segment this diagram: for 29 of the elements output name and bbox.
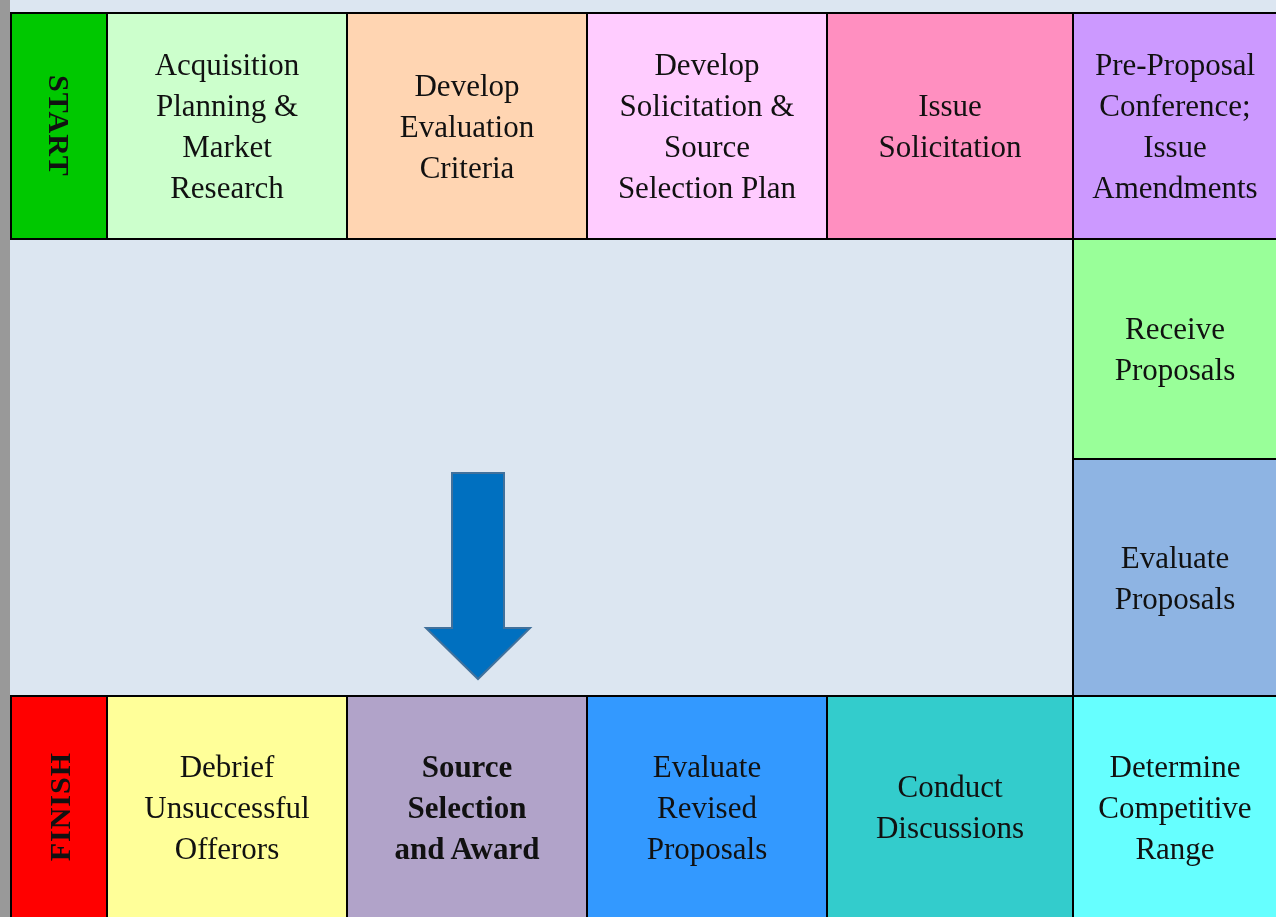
step-tile bbox=[1072, 12, 1276, 240]
step-tile bbox=[106, 695, 348, 917]
arrow bbox=[423, 472, 533, 681]
step-label: Receive Proposals bbox=[1113, 310, 1237, 389]
step-label: Issue Solicitation bbox=[877, 87, 1023, 166]
step-label: Develop Solicitation & Source Selection Plan bbox=[616, 46, 798, 207]
finish-tile bbox=[10, 695, 108, 917]
start-tile bbox=[10, 12, 108, 240]
step-label: Source Selection and Award bbox=[393, 747, 541, 868]
step-tile bbox=[586, 12, 828, 240]
step-label: Pre-Proposal Conference; Issue Amendments bbox=[1091, 46, 1259, 207]
step-label: FINISH bbox=[41, 752, 77, 862]
step-label: Determine Competitive Range bbox=[1097, 747, 1253, 868]
step-label: START bbox=[41, 75, 77, 177]
step-label: Evaluate Proposals bbox=[1113, 538, 1237, 618]
step-label: Conduct Discussions bbox=[874, 768, 1026, 847]
step-tile bbox=[1072, 458, 1276, 697]
step-label: Acquisition Planning & Market Research bbox=[153, 46, 301, 207]
step-label: Evaluate Revised Proposals bbox=[645, 747, 769, 868]
step-tile bbox=[826, 12, 1074, 240]
step-label: Develop Evaluation Criteria bbox=[398, 66, 536, 187]
step-tile bbox=[826, 695, 1074, 917]
step-label: Debrief Unsuccessful Offerors bbox=[143, 747, 311, 868]
step-tile bbox=[1072, 238, 1276, 460]
step-tile bbox=[346, 12, 588, 240]
step-tile bbox=[346, 695, 588, 917]
step-tile bbox=[106, 12, 348, 240]
step-tile bbox=[1072, 695, 1276, 917]
step-tile bbox=[586, 695, 828, 917]
